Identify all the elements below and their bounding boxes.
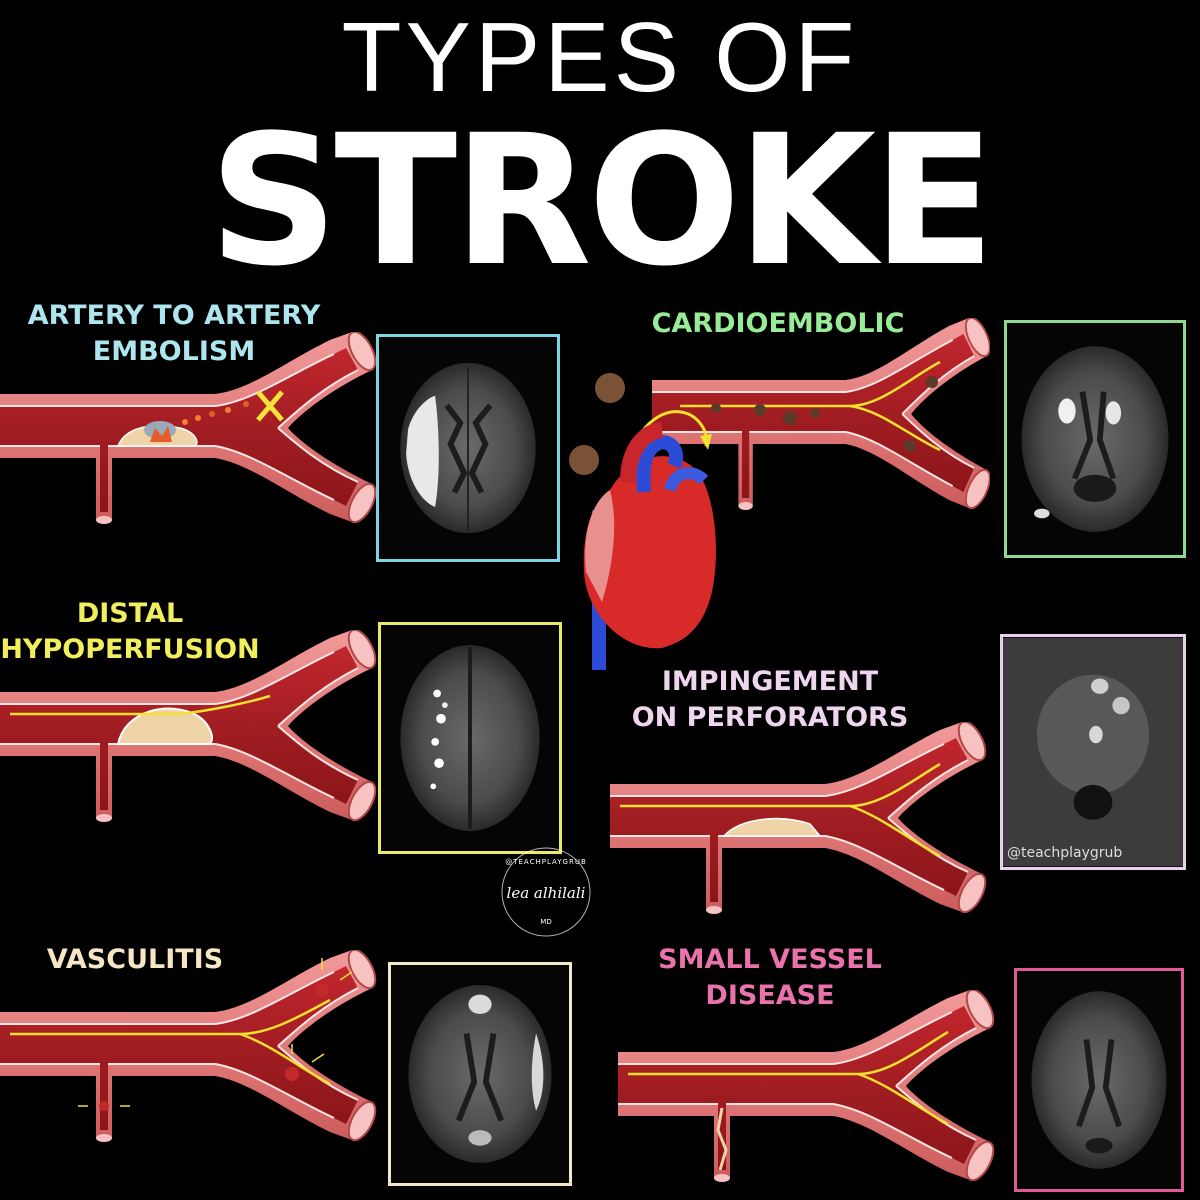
scan-watermark: @teachplaygrub xyxy=(1007,845,1123,861)
signature-logo: @TEACHPLAYGRUB lea alhilali MD xyxy=(501,847,591,937)
artery-to-artery-line2: EMBOLISM xyxy=(92,336,256,367)
artery-to-artery-vessel xyxy=(0,332,380,528)
signature-md: MD xyxy=(540,918,551,926)
signature-text: lea alhilali xyxy=(507,884,586,902)
cardioembolic-label: CARDIOEMBOLIC xyxy=(638,306,918,342)
small-vessel-scan xyxy=(1014,968,1184,1192)
artery-to-artery-line1: ARTERY TO ARTERY xyxy=(27,300,321,331)
small-vessel-label: SMALL VESSEL DISEASE xyxy=(640,942,900,1014)
signature-ring: @TEACHPLAYGRUB xyxy=(505,858,587,866)
small-vessel-line1: SMALL VESSEL xyxy=(658,944,882,975)
impingement-line1: IMPINGEMENT xyxy=(661,666,879,697)
cardioembolic-line1: CARDIOEMBOLIC xyxy=(651,308,905,339)
distal-hypoperfusion-line2: HYPOPERFUSION xyxy=(0,634,260,665)
distal-hypoperfusion-line1: DISTAL xyxy=(76,598,184,629)
heart-illustration xyxy=(569,373,716,670)
vasculitis-line1: VASCULITIS xyxy=(46,944,224,975)
cardioembolic-scan xyxy=(1004,320,1186,558)
impingement-scan: @teachplaygrub xyxy=(1000,634,1186,870)
distal-hypoperfusion-scan xyxy=(378,622,562,854)
small-vessel-vessel xyxy=(618,990,998,1186)
vasculitis-vessel xyxy=(0,950,380,1146)
cardioembolic-vessel xyxy=(651,318,990,514)
title-line-1: TYPES OF xyxy=(341,2,859,112)
impingement-vessel xyxy=(610,722,990,918)
impingement-label: IMPINGEMENT ON PERFORATORS xyxy=(620,664,920,736)
artery-to-artery-scan xyxy=(376,334,560,562)
distal-hypoperfusion-vessel xyxy=(0,630,380,826)
vasculitis-label: VASCULITIS xyxy=(0,942,270,978)
artery-to-artery-label: ARTERY TO ARTERY EMBOLISM xyxy=(4,298,344,370)
impingement-line2: ON PERFORATORS xyxy=(631,702,909,733)
small-vessel-line2: DISEASE xyxy=(705,980,835,1011)
title-line-2: STROKE xyxy=(208,97,995,306)
vasculitis-scan xyxy=(388,962,572,1186)
distal-hypoperfusion-label: DISTAL HYPOPERFUSION xyxy=(0,596,260,668)
